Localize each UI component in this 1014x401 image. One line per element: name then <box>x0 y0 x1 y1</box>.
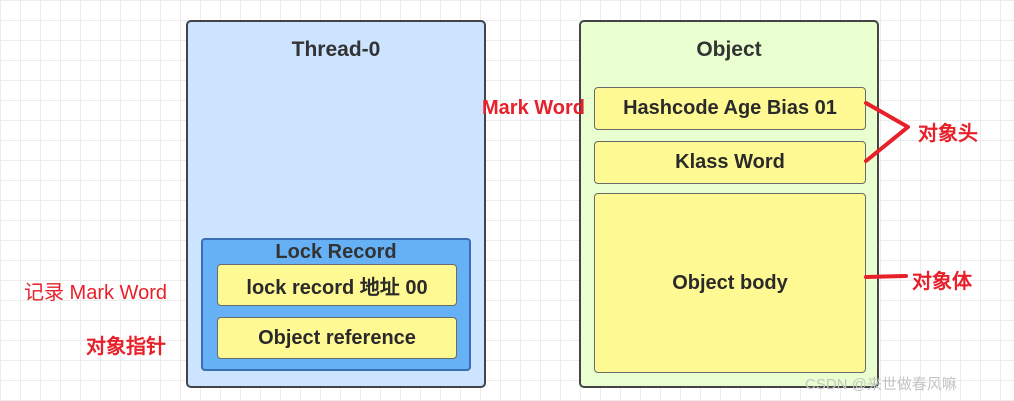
lock-record-address-cell: lock record 地址 00 <box>217 264 457 306</box>
klass-word-cell: Klass Word <box>594 141 866 184</box>
object-body-cell: Object body <box>594 193 866 373</box>
object-title: Object <box>696 38 762 61</box>
thread-title: Thread-0 <box>291 38 381 61</box>
mark-word-label: Mark Word <box>482 97 585 119</box>
lock-record-title: Lock Record <box>275 241 397 263</box>
object-header-label: 对象头 <box>918 123 978 145</box>
body-pointer-line <box>864 274 908 279</box>
mark-word-cell: Hashcode Age Bias 01 <box>594 87 866 130</box>
object-body-label: 对象体 <box>912 271 972 293</box>
record-mark-word-label: 记录 Mark Word <box>24 282 167 304</box>
object-reference-cell: Object reference <box>217 317 457 359</box>
object-pointer-label: 对象指针 <box>86 336 166 358</box>
header-brace <box>864 101 910 163</box>
watermark: CSDN @来世做春风嘛 <box>805 376 957 393</box>
